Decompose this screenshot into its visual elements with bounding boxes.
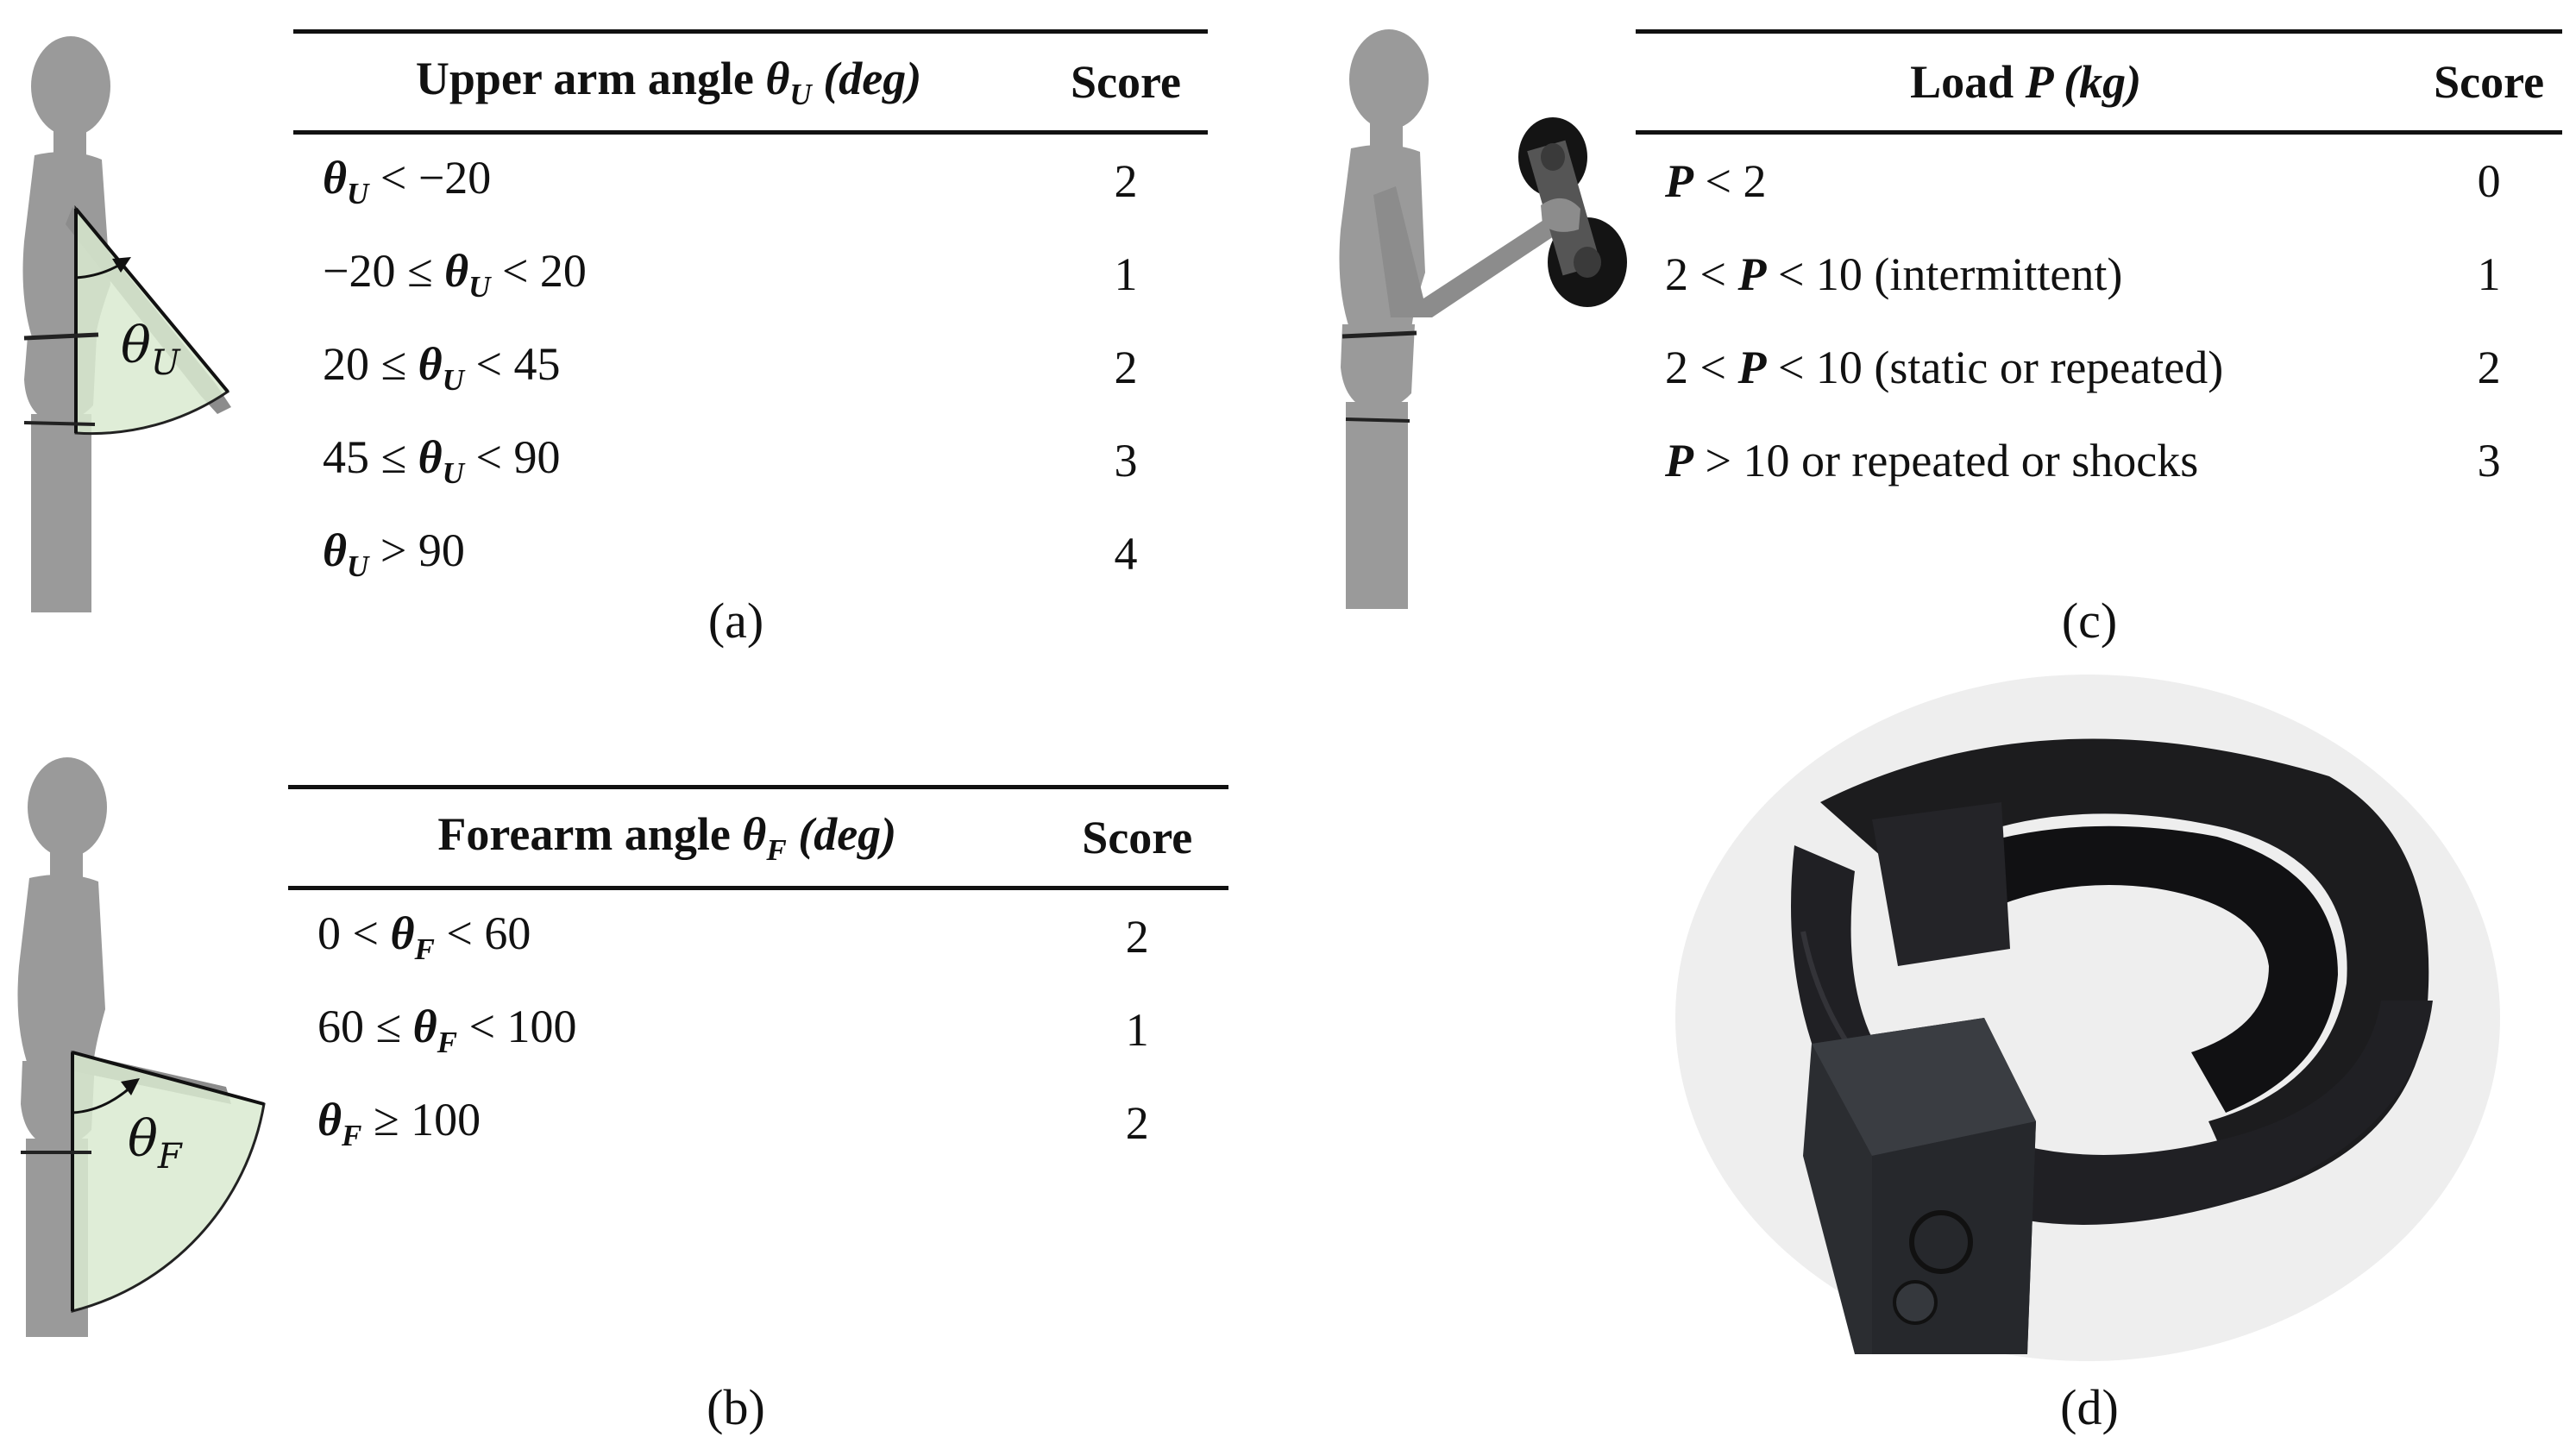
- forearm-score-table: Forearm angle θF (deg) Score 0 < θF < 60…: [288, 785, 1228, 1170]
- sensor-module: [1803, 1018, 2036, 1354]
- table-header-row: Load P (kg) Score: [1636, 29, 2562, 135]
- wearable-sensor-photo: [1675, 675, 2500, 1361]
- table-header-row: Upper arm angle θU (deg) Score: [293, 29, 1208, 135]
- table-row: 60 ≤ θF < 100 1: [317, 1001, 1149, 1059]
- table-row: 45 ≤ θU < 90 3: [323, 431, 1138, 490]
- angle-label-theta-f: θF: [128, 1109, 183, 1177]
- load-score-table: Load P (kg) Score P < 2 0 2 < P < 10 (in…: [1636, 29, 2562, 507]
- table-row: θF ≥ 100 2: [317, 1094, 1149, 1152]
- score-column-header: Score: [1046, 785, 1228, 890]
- angle-label-theta-u: θU: [121, 316, 181, 383]
- rotation-icon: [1909, 1210, 1973, 1274]
- load-column-header: Load P (kg): [1636, 29, 2416, 135]
- table-row: P < 2 0: [1665, 155, 2501, 207]
- table-row: −20 ≤ θU < 20 1: [323, 245, 1138, 304]
- table-row: 2 < P < 10 (intermittent) 1: [1665, 248, 2501, 300]
- table-row: 2 < P < 10 (static or repeated) 2: [1665, 342, 2501, 393]
- caption-b: (b): [707, 1379, 765, 1435]
- table-row: θU < −20 2: [323, 152, 1138, 210]
- angle-column-header: Upper arm angle θU (deg): [293, 29, 1045, 135]
- caption-c: (c): [2061, 593, 2118, 649]
- table-row: P > 10 or repeated or shocks 3: [1665, 435, 2501, 486]
- forearm-figure: θF: [17, 757, 266, 1337]
- dumbbell-icon: [1518, 117, 1627, 307]
- score-column-header: Score: [1044, 29, 1208, 135]
- upper-arm-figure: θU: [22, 36, 231, 612]
- angle-column-header: Forearm angle θF (deg): [288, 785, 1046, 890]
- caption-a: (a): [707, 593, 764, 649]
- load-figure: [1339, 29, 1627, 609]
- caption-d: (d): [2060, 1379, 2119, 1435]
- sensor-button: [1893, 1280, 1938, 1325]
- table-row: 20 ≤ θU < 45 2: [323, 338, 1138, 397]
- upper-arm-score-table: Upper arm angle θU (deg) Score θU < −20 …: [293, 29, 1208, 600]
- table-row: θU > 90 4: [323, 524, 1138, 583]
- table-row: 0 < θF < 60 2: [317, 907, 1149, 966]
- score-column-header: Score: [2416, 29, 2562, 135]
- table-header-row: Forearm angle θF (deg) Score: [288, 785, 1228, 890]
